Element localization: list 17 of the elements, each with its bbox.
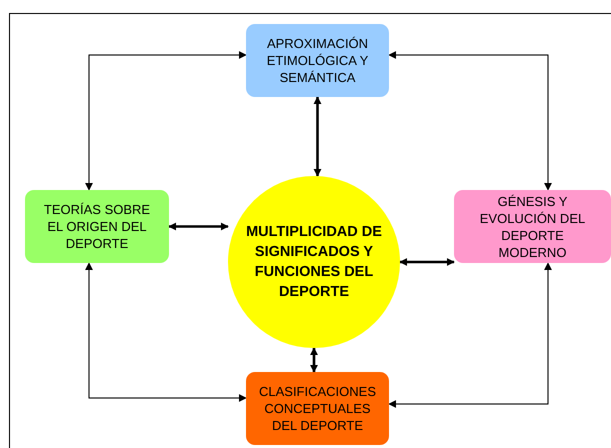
node-label: MULTIPLICIDAD DE SIGNIFICADOS Y FUNCIONES DEL DEPORTE	[246, 223, 382, 302]
double-arrow	[388, 51, 552, 191]
topic-box	[454, 190, 611, 263]
topic-box	[25, 190, 169, 263]
double-arrow	[85, 262, 247, 402]
double-arrow	[399, 258, 455, 266]
double-arrow	[310, 347, 318, 373]
node-label: APROXIMACIÓN ETIMOLÓGICA Y SEMÁNTICA	[266, 35, 370, 86]
double-arrow	[314, 96, 322, 177]
double-arrow	[388, 262, 552, 408]
double-arrow	[85, 51, 247, 191]
double-arrow	[168, 222, 229, 230]
node-label: CLASIFICACIONES CONCEPTUALES DEL DEPORTE	[258, 383, 376, 434]
topic-box	[246, 24, 389, 97]
node-label: TEORÍAS SOBRE EL ORIGEN DEL DEPORTE	[42, 201, 152, 252]
topic-box	[246, 372, 389, 445]
node-label: GÉNESIS Y EVOLUCIÓN DEL DEPORTE MODERNO	[478, 192, 586, 260]
